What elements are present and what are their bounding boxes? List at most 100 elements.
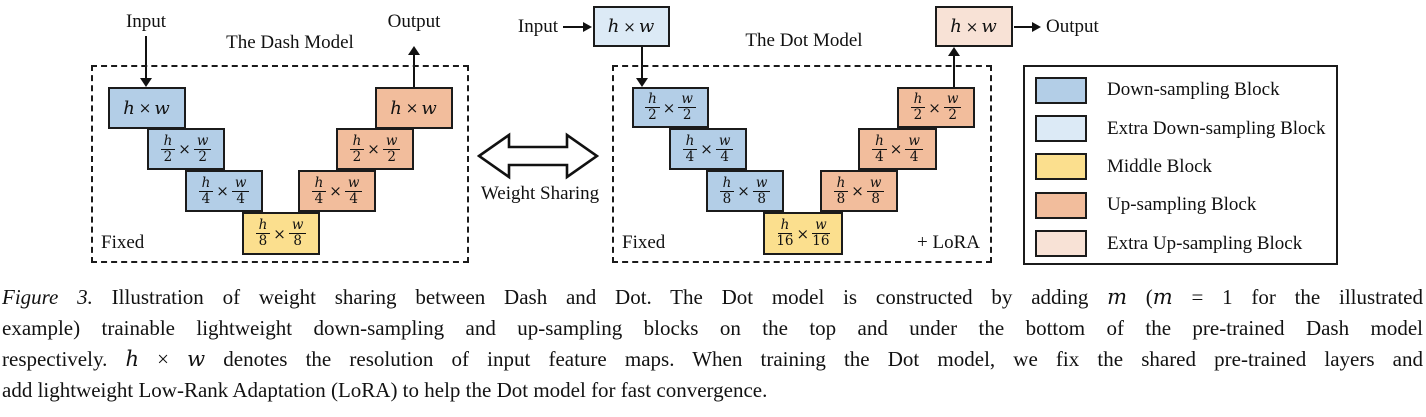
legend-item-down: Down-sampling Block bbox=[1035, 71, 1336, 109]
multiply-sign: × bbox=[623, 17, 636, 36]
dash-model-title: The Dash Model bbox=[226, 32, 354, 53]
caption-text: = 1 for the illustrated bbox=[1172, 285, 1423, 309]
multiply-sign: × bbox=[889, 140, 903, 158]
multiply-sign: × bbox=[700, 140, 713, 158]
legend-label-down: Down-sampling Block bbox=[1107, 79, 1280, 101]
caption-text: ( bbox=[1127, 285, 1153, 309]
dash-fixed-box: Fixed bbox=[91, 65, 469, 263]
figure-caption: Figure 3. Illustration of weight sharing… bbox=[2, 282, 1423, 406]
multiply-sign: × bbox=[273, 224, 286, 243]
caption-text: × bbox=[139, 347, 188, 371]
legend-swatch-extra_down bbox=[1035, 115, 1087, 143]
multiply-sign: × bbox=[329, 182, 342, 200]
dot-input-label: Input bbox=[517, 16, 558, 37]
legend-item-up: Up-sampling Block bbox=[1035, 186, 1336, 224]
legend-item-middle: Middle Block bbox=[1035, 148, 1336, 186]
multiply-sign: × bbox=[405, 99, 419, 117]
weight-sharing-label: Weight Sharing bbox=[480, 183, 600, 204]
caption-figure-tag: Figure 3. bbox=[2, 285, 93, 309]
dash-up-block-6: h×w bbox=[375, 87, 453, 129]
dot-output-label: Output bbox=[1046, 16, 1099, 37]
caption-line-3: respectively. h × w denotes the resoluti… bbox=[2, 344, 1423, 375]
dot-extra-down-arrow-icon bbox=[641, 47, 644, 78]
caption-text: Illustration of weight sharing between D… bbox=[92, 285, 1108, 309]
multiply-sign: × bbox=[796, 224, 810, 243]
caption-text: m bbox=[1107, 285, 1128, 309]
legend-swatch-up bbox=[1035, 191, 1087, 219]
dot-extra-up-arrow-icon bbox=[953, 56, 956, 87]
legend-swatch-extra_up bbox=[1035, 230, 1087, 258]
dash-output-arrow-icon bbox=[413, 55, 416, 87]
caption-text: w bbox=[187, 347, 206, 371]
caption-text: h bbox=[125, 347, 140, 371]
multiply-sign: × bbox=[928, 98, 941, 117]
multiply-sign: × bbox=[851, 182, 864, 200]
multiply-sign: × bbox=[216, 182, 229, 200]
multiply-sign: × bbox=[178, 140, 191, 158]
caption-line-1: Figure 3. Illustration of weight sharing… bbox=[2, 282, 1423, 313]
dot-input-arrow-icon bbox=[563, 26, 583, 29]
multiply-sign: × bbox=[737, 182, 750, 200]
dot-extra-up-block: h×w bbox=[935, 6, 1013, 47]
caption-text: example) trainable lightweight down-samp… bbox=[2, 316, 1423, 340]
caption-text: respectively. bbox=[2, 347, 126, 371]
legend-swatch-down bbox=[1035, 76, 1087, 104]
legend-item-extra_down: Extra Down-sampling Block bbox=[1035, 109, 1336, 147]
legend-label-extra_up: Extra Up-sampling Block bbox=[1107, 232, 1303, 254]
dot-fixed-box: Fixed + LoRA bbox=[612, 65, 992, 263]
multiply-sign: × bbox=[367, 140, 380, 158]
dot-extra-down-block: h×w bbox=[593, 6, 670, 47]
multiply-sign: × bbox=[138, 99, 152, 117]
dash-output-label: Output bbox=[387, 11, 441, 32]
legend-label-up: Up-sampling Block bbox=[1107, 194, 1257, 216]
legend-label-middle: Middle Block bbox=[1107, 155, 1213, 177]
dot-fixed-label: Fixed bbox=[622, 232, 666, 253]
multiply-sign: × bbox=[965, 17, 979, 36]
dash-down-block-0: h×w bbox=[108, 87, 186, 129]
dash-fixed-label: Fixed bbox=[101, 232, 145, 253]
legend-item-extra_up: Extra Up-sampling Block bbox=[1035, 225, 1336, 263]
dash-input-label: Input bbox=[125, 11, 167, 32]
dash-input-arrow-icon bbox=[145, 36, 148, 78]
legend-label-extra_down: Extra Down-sampling Block bbox=[1107, 117, 1326, 139]
legend-swatch-middle bbox=[1035, 153, 1087, 181]
double-arrow-icon bbox=[477, 132, 599, 180]
dot-lora-label: + LoRA bbox=[917, 232, 980, 253]
